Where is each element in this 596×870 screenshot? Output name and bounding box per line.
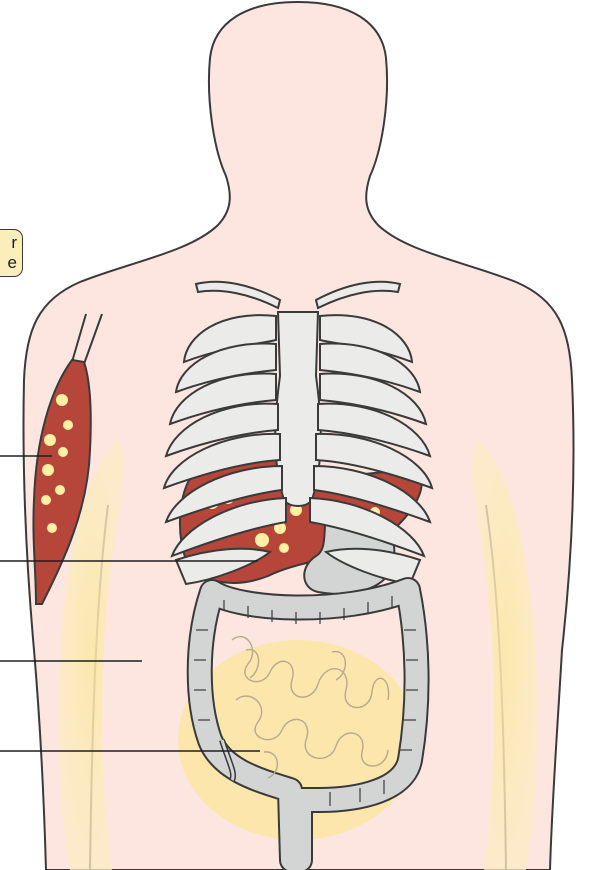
- callout-label-box: r e: [0, 229, 23, 277]
- callout-line-1: r: [0, 233, 17, 253]
- callout-line-2: e: [0, 253, 17, 273]
